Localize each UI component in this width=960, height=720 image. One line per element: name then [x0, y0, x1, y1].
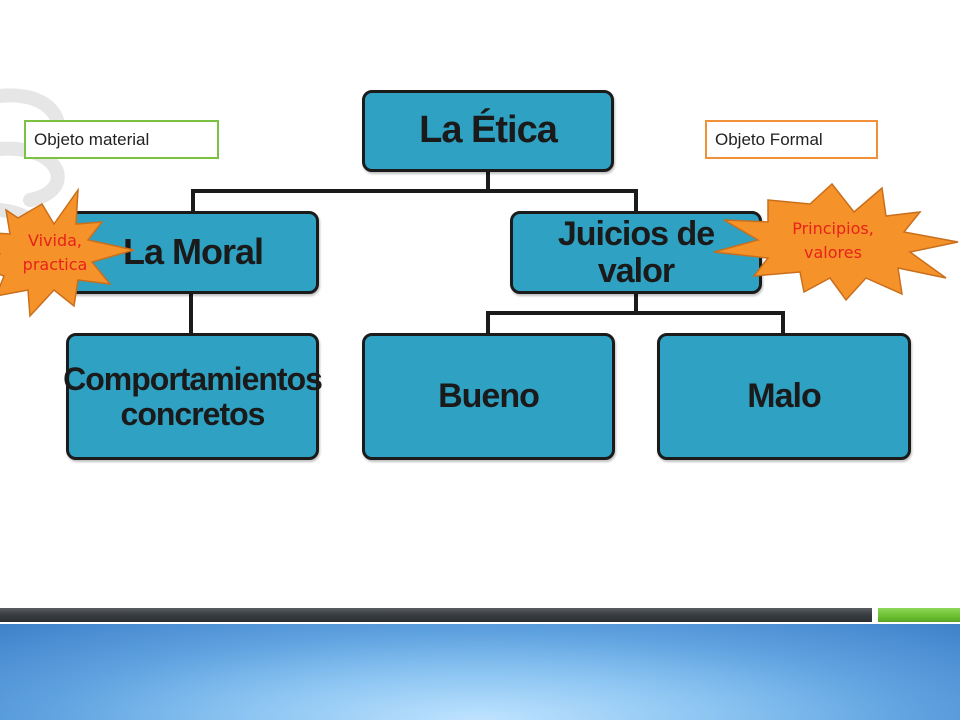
- burst-principios-valores-text: Principios, valores: [792, 219, 874, 262]
- connector-to-moral: [191, 189, 195, 213]
- node-malo-label: Malo: [747, 377, 821, 416]
- node-bueno-label: Bueno: [438, 377, 540, 416]
- node-la-etica-label: La Ética: [419, 109, 558, 152]
- node-comportamientos-concretos-label: Comportamientos concretos: [63, 360, 323, 432]
- connector-to-juicios: [634, 189, 638, 213]
- node-comportamientos-concretos: Comportamientos concretos: [63, 333, 323, 460]
- label-objeto-material-text: Objeto material: [34, 129, 150, 149]
- label-objeto-formal-text: Objeto Formal: [715, 129, 823, 149]
- burst-principios-valores: Principios, valores: [706, 182, 960, 302]
- footer-stripe: [0, 608, 960, 622]
- node-la-moral-label: La Moral: [122, 231, 264, 273]
- footer-stripe-green: [878, 608, 960, 622]
- connector-juicios-down: [634, 292, 638, 314]
- node-juicios-de-valor-label: Juicios de valor: [557, 214, 715, 290]
- burst-right-shape-icon: [713, 182, 959, 302]
- connector-to-malo: [781, 311, 785, 335]
- connector-level2-horizontal: [486, 311, 785, 315]
- burst-vivida-practica-text: Vivida, practica: [22, 231, 88, 274]
- footer-blue-band: [0, 624, 960, 720]
- burst-left-shape-icon: [0, 187, 135, 318]
- connector-level1-horizontal: [191, 189, 638, 193]
- label-objeto-formal: Objeto Formal: [705, 120, 878, 159]
- node-la-etica: La Ética: [362, 90, 614, 172]
- node-malo: Malo: [657, 333, 911, 460]
- node-bueno: Bueno: [362, 333, 615, 460]
- burst-vivida-practica: Vivida, practica: [0, 187, 140, 318]
- label-objeto-material: Objeto material: [24, 120, 219, 159]
- footer-stripe-dark: [0, 608, 872, 622]
- connector-moral-down: [189, 292, 193, 334]
- connector-to-bueno: [486, 311, 490, 335]
- connector-root-down: [486, 170, 490, 192]
